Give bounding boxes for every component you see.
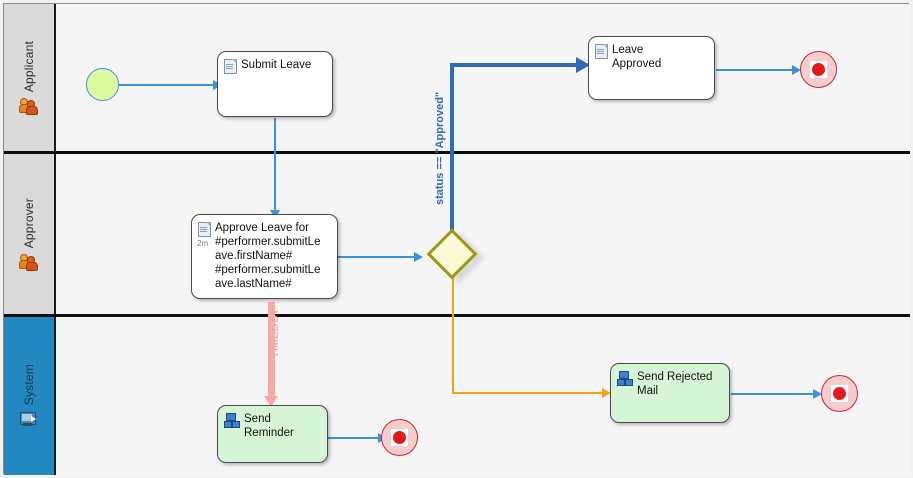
end-event-marker	[810, 61, 827, 78]
task-label: Send Rejected Mail	[637, 371, 713, 397]
lane-body-approver	[56, 154, 910, 314]
people-icon	[19, 96, 39, 116]
lane-system[interactable]: System	[4, 317, 910, 475]
lane-header-approver[interactable]: Approver	[4, 154, 56, 314]
task-label: Approve Leave for #performer.submitLe av…	[215, 222, 321, 290]
lane-body-system	[56, 317, 910, 475]
task-leave-approved[interactable]: Leave Approved	[588, 36, 715, 100]
task-label: Submit Leave	[241, 59, 312, 71]
flow-label-timeout: TIMEOUT	[269, 308, 281, 359]
end-event-approved[interactable]	[800, 51, 837, 88]
lane-header-system[interactable]: System	[4, 317, 56, 475]
arrowhead-icon	[414, 252, 423, 262]
lane-label-approver: Approver	[22, 197, 36, 249]
end-event-rejected[interactable]	[821, 375, 858, 412]
flow-start-to-submit[interactable]	[118, 84, 215, 86]
people-icon	[19, 252, 39, 272]
flow-gateway-to-approved-vertical[interactable]	[450, 63, 454, 238]
end-event-reminder[interactable]	[381, 419, 418, 456]
computer-icon	[19, 410, 39, 428]
arrowhead-icon	[602, 388, 611, 398]
flow-gateway-to-rejected-horizontal[interactable]	[452, 392, 604, 394]
service-icon	[617, 371, 633, 386]
flow-label-approved-condition: status == "Approved"	[434, 91, 446, 205]
end-event-marker	[391, 429, 408, 446]
end-event-marker	[831, 385, 848, 402]
flow-reminder-to-end[interactable]	[328, 437, 380, 439]
lane-applicant[interactable]: Applicant	[4, 4, 910, 151]
document-icon	[595, 44, 608, 59]
lane-header-applicant[interactable]: Applicant	[4, 4, 56, 151]
flow-timeout-line[interactable]	[268, 302, 275, 400]
flow-approve-to-gateway[interactable]	[338, 256, 416, 258]
lane-label-system: System	[22, 364, 36, 406]
arrowhead-icon	[576, 57, 590, 73]
flow-rejected-to-end[interactable]	[731, 393, 815, 395]
flow-approved-to-end[interactable]	[716, 69, 794, 71]
flow-submit-to-approve[interactable]	[274, 118, 276, 212]
arrowhead-icon	[813, 389, 822, 399]
document-icon	[224, 59, 237, 74]
start-event[interactable]	[86, 68, 119, 101]
task-send-reminder[interactable]: Send Reminder	[217, 405, 328, 463]
process-pool: Applicant Approver System	[3, 3, 910, 475]
task-timer-badge: 2m	[197, 239, 209, 248]
flow-gateway-to-rejected-vertical[interactable]	[452, 272, 454, 393]
document-icon	[198, 222, 211, 237]
arrowhead-icon	[264, 396, 278, 407]
arrowhead-icon	[792, 65, 801, 75]
lane-divider-1	[4, 151, 910, 154]
task-submit-leave[interactable]: Submit Leave	[217, 51, 333, 117]
task-label: Leave Approved	[612, 44, 662, 70]
flow-gateway-to-approved-horizontal[interactable]	[450, 63, 578, 67]
task-label: Send Reminder	[244, 413, 294, 439]
lane-divider-2	[4, 314, 910, 317]
lane-label-applicant: Applicant	[22, 40, 36, 93]
task-send-rejected-mail[interactable]: Send Rejected Mail	[610, 363, 730, 423]
task-approve-leave[interactable]: Approve Leave for #performer.submitLe av…	[191, 214, 338, 299]
service-icon	[224, 413, 240, 428]
lane-body-applicant	[56, 4, 910, 151]
